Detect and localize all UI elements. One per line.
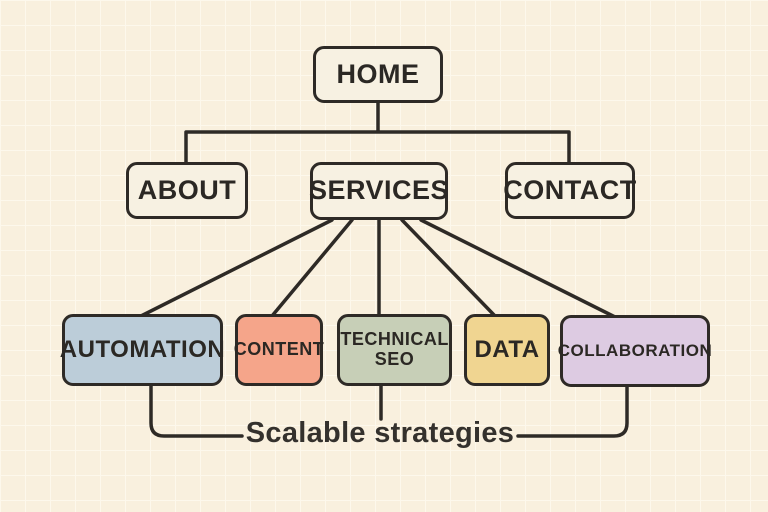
edge-services-collaboration [419, 218, 617, 319]
node-content-label: CONTENT [233, 339, 325, 360]
node-data-label: DATA [474, 335, 540, 363]
node-about: ABOUT [126, 162, 248, 219]
node-contact-label: CONTACT [503, 174, 637, 205]
node-collaboration: COLLABORATION [557, 315, 713, 387]
edge-services-automation [139, 218, 334, 318]
caption-scalable-strategies: Scalable strategies [245, 417, 515, 449]
node-content: CONTENT [233, 314, 325, 386]
node-automation-label: AUTOMATION [59, 335, 226, 363]
node-collaboration-label: COLLABORATION [557, 340, 713, 360]
edge-collaboration-caption [516, 383, 629, 438]
node-services: SERVICES [308, 162, 450, 220]
node-services-label: SERVICES [308, 175, 450, 206]
node-home: HOME [313, 46, 443, 103]
edge-automation-caption [149, 382, 244, 438]
node-technical-seo-label: TECHNICAL SEO [340, 329, 449, 369]
edge-services-content [270, 218, 354, 318]
node-home-label: HOME [336, 58, 420, 89]
node-about-label: ABOUT [137, 174, 237, 205]
node-data: DATA [464, 314, 550, 386]
node-technical-seo: TECHNICAL SEO [337, 314, 452, 386]
node-automation: AUTOMATION [59, 314, 226, 386]
edge-services-data [400, 218, 497, 318]
node-contact: CONTACT [503, 162, 637, 219]
edge-home-children [184, 98, 571, 166]
